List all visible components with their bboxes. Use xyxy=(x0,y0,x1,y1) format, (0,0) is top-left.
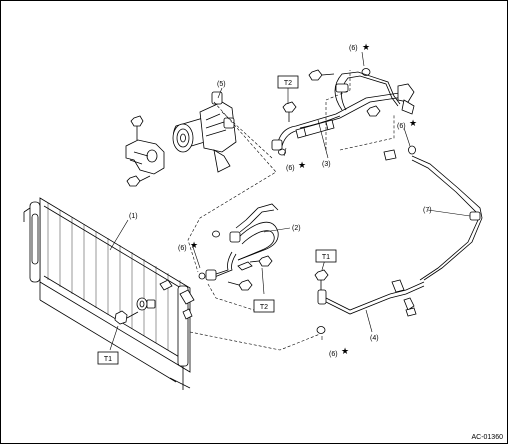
bolt-icon xyxy=(130,115,144,140)
torque-label-t2-bottom: T2 xyxy=(260,304,268,311)
bolt-icon xyxy=(308,69,335,81)
compressor xyxy=(172,91,237,173)
callout-6-mid: (6) xyxy=(286,165,295,172)
torque-box-t2-top: T2 xyxy=(277,75,299,89)
torque-label-t1-right: T1 xyxy=(322,254,330,261)
o-ring-icon xyxy=(198,272,206,280)
figure-id-label: AC-01360 xyxy=(471,434,503,441)
callout-7: (7) xyxy=(423,207,432,214)
callout-6-right: (6) xyxy=(397,123,406,130)
torque-box-t2-bottom: T2 xyxy=(253,299,275,313)
star-icon: ★ xyxy=(190,240,198,250)
bolt-icon xyxy=(282,101,297,122)
bolt-icon xyxy=(366,105,381,117)
pipe-4 xyxy=(317,281,425,317)
bolt-icon xyxy=(227,279,253,291)
pipe-3 xyxy=(271,71,415,151)
torque-label-t2-top: T2 xyxy=(284,80,292,87)
callout-2: (2) xyxy=(292,225,301,232)
bolt-icon xyxy=(314,269,329,290)
compressor-bracket xyxy=(125,139,165,175)
condenser xyxy=(23,197,195,390)
star-icon: ★ xyxy=(298,160,306,170)
o-ring-icon xyxy=(278,148,286,156)
o-ring-icon xyxy=(361,68,371,76)
torque-box-t1-right: T1 xyxy=(315,249,337,263)
callout-6-top: (6) xyxy=(349,45,358,52)
callout-4: (4) xyxy=(370,335,379,342)
bolt-icon xyxy=(126,175,151,187)
callout-6-left: (6) xyxy=(178,245,187,252)
hose-2 xyxy=(205,203,279,281)
condenser-fitting xyxy=(136,297,156,311)
dashed-leaders xyxy=(187,70,395,351)
o-ring-icon xyxy=(408,145,416,155)
star-icon: ★ xyxy=(362,42,370,52)
torque-label-t1-left: T1 xyxy=(104,356,112,363)
bolt-icon xyxy=(249,255,273,267)
bolt-icon xyxy=(114,310,139,325)
pipe-7 xyxy=(383,149,483,293)
callout-5: (5) xyxy=(217,81,226,88)
callout-3: (3) xyxy=(322,161,331,168)
torque-box-t1-left: T1 xyxy=(97,351,119,365)
callout-1: (1) xyxy=(129,213,138,220)
o-ring-icon xyxy=(316,326,326,334)
leader-lines xyxy=(109,51,471,351)
star-icon: ★ xyxy=(341,346,349,356)
star-icon: ★ xyxy=(409,118,417,128)
o-ring-icon xyxy=(212,230,220,238)
callout-6-bottom: (6) xyxy=(329,351,338,358)
